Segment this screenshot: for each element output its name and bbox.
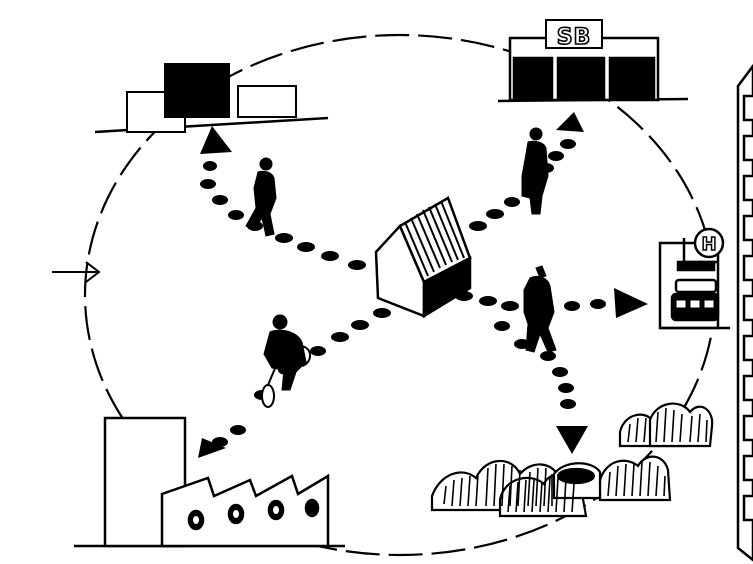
arrowhead-shops bbox=[200, 126, 232, 154]
hospital-icon bbox=[658, 227, 730, 330]
hospital-sign: H bbox=[701, 234, 716, 255]
park-trees-icon bbox=[430, 402, 714, 518]
person-walking-icon bbox=[521, 127, 549, 215]
supermarket-sign: SB bbox=[557, 25, 592, 50]
arrowhead-hospital bbox=[614, 288, 648, 318]
supermarket-icon bbox=[497, 19, 689, 103]
arrowhead-park bbox=[556, 426, 588, 454]
person-walking-icon bbox=[523, 265, 557, 353]
route-arrowheads bbox=[198, 112, 648, 458]
person-walking-icon bbox=[245, 157, 277, 237]
apartment-tower-icon bbox=[736, 63, 753, 562]
factory-icon bbox=[74, 416, 345, 548]
person-with-bag-icon bbox=[261, 314, 311, 408]
arrowhead-supermarket bbox=[556, 112, 584, 132]
inbound-arrow bbox=[52, 261, 101, 283]
arrowhead-factory bbox=[198, 438, 226, 458]
house-icon bbox=[374, 196, 472, 319]
small-shops-icon bbox=[94, 63, 329, 134]
